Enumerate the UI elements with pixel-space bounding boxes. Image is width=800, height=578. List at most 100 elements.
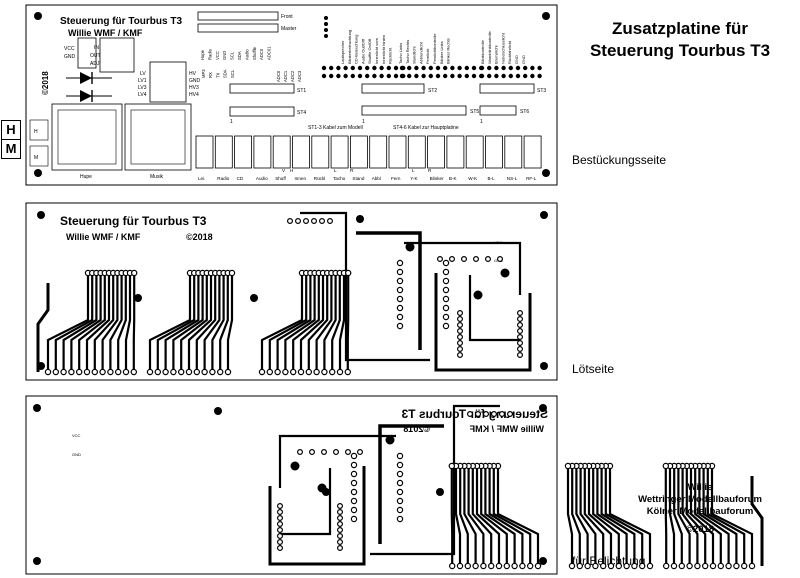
trace	[101, 273, 119, 372]
st4-label: ST4	[297, 110, 306, 116]
master-header	[197, 23, 279, 33]
pad	[516, 328, 523, 335]
reg-out: OUT	[90, 53, 101, 59]
vertical-label: Blinkkontrolle	[480, 39, 485, 64]
trace	[124, 273, 132, 372]
pad	[443, 73, 448, 79]
trace	[219, 273, 229, 372]
trace	[575, 466, 589, 566]
pad	[442, 313, 450, 321]
trace	[404, 241, 522, 295]
connector-slot	[292, 135, 310, 169]
pad	[396, 452, 404, 460]
pad	[274, 368, 281, 376]
pad	[471, 65, 477, 71]
pad	[442, 304, 450, 312]
vertical-label: Nebelschlusslicht	[500, 32, 505, 64]
trace	[681, 466, 699, 566]
trace	[571, 466, 581, 566]
pad	[324, 34, 328, 38]
vertical-label: Lautsprecher	[340, 40, 345, 64]
vertical-label: GND	[222, 51, 227, 60]
vertical-label: ADC2	[290, 70, 295, 82]
pad	[185, 368, 193, 376]
pad	[449, 562, 456, 570]
pad	[428, 73, 433, 79]
trace	[463, 466, 477, 566]
connector-label: Audio	[256, 176, 268, 181]
pad	[277, 503, 284, 510]
vertical-label: GND	[521, 55, 526, 64]
connector-slot	[369, 135, 388, 169]
vertical-label: Radio	[207, 48, 212, 60]
connector-label: Innen	[295, 176, 307, 181]
pad	[365, 65, 370, 71]
pad	[464, 562, 471, 570]
pad	[396, 470, 404, 478]
connector-label: B-K	[449, 176, 458, 181]
pad	[336, 368, 344, 376]
pad	[321, 449, 328, 456]
pad	[646, 562, 654, 570]
mount-hole	[37, 211, 45, 219]
pad	[287, 218, 294, 225]
pad	[457, 352, 464, 359]
pad	[350, 497, 358, 505]
trace	[484, 466, 516, 566]
pad	[479, 73, 485, 79]
pad	[357, 65, 363, 71]
large-pad	[473, 290, 483, 300]
vertical-label: Shuffle On/Off	[367, 38, 372, 64]
pad	[350, 65, 355, 71]
pad	[295, 218, 302, 225]
pad	[277, 538, 284, 545]
bot-board-title: Steuerung für Tourbus T3	[401, 407, 548, 421]
connector-slot	[234, 135, 253, 169]
mirrored-text: Steuerung für Tourbus T3 Willie WMF / KM…	[401, 407, 548, 434]
pad	[130, 269, 138, 277]
mount-hole	[540, 362, 548, 370]
pad	[686, 562, 693, 570]
pad	[464, 65, 469, 71]
trace	[70, 273, 102, 372]
pad	[350, 506, 358, 514]
trace	[180, 273, 208, 372]
pad	[343, 73, 348, 79]
pad	[321, 368, 328, 376]
pad	[170, 368, 177, 376]
lv: LV	[140, 71, 146, 77]
pad	[201, 368, 208, 376]
hm-tabs: H M	[1, 120, 21, 162]
trace	[307, 273, 329, 372]
st5-header	[361, 105, 467, 116]
pad	[379, 65, 384, 71]
trace	[673, 466, 683, 566]
pad	[748, 562, 756, 570]
trace	[46, 273, 90, 372]
pad	[568, 562, 576, 570]
pad	[516, 334, 523, 341]
mid-board-subtitle: Willie WMF / KMF	[66, 232, 141, 242]
musik-module-inner	[130, 109, 186, 165]
vertical-label: GND	[514, 55, 519, 64]
pad	[437, 256, 444, 263]
connector-slot	[311, 135, 330, 169]
pad	[516, 322, 523, 329]
trace	[268, 466, 366, 566]
pin-gnd: GND	[64, 54, 76, 60]
trace	[496, 466, 540, 566]
pad	[311, 218, 318, 225]
pad	[350, 461, 358, 469]
pad	[337, 520, 344, 527]
pad	[337, 503, 344, 510]
pad	[386, 65, 391, 71]
pad	[448, 462, 455, 470]
pad	[154, 368, 161, 376]
pad	[224, 368, 232, 376]
trace	[592, 466, 620, 566]
trace	[93, 273, 115, 372]
cable-note-2: ST4-6 Kabel zur Hauptplatine	[393, 125, 459, 131]
reg-adj: ADJ	[90, 61, 100, 67]
